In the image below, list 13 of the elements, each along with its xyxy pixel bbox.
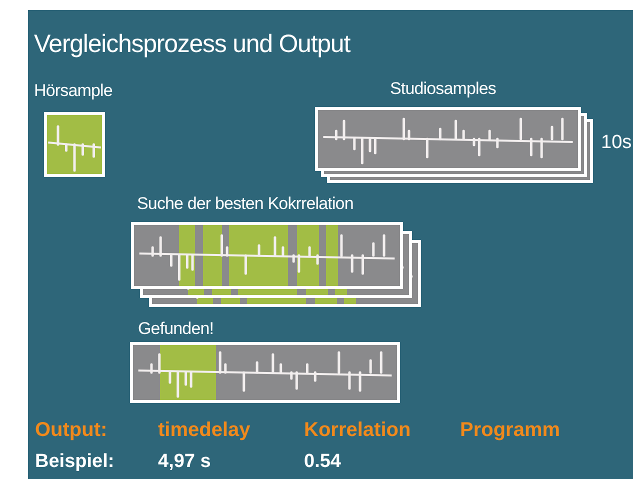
duration-label: 10s <box>601 131 632 155</box>
table-header: timedelay <box>158 418 250 443</box>
table-header: Output: <box>35 418 108 443</box>
table-header: Korrelation <box>304 418 411 443</box>
heading: Suche der besten Kokrrelation <box>137 193 354 215</box>
heading: Gefunden! <box>138 318 214 340</box>
table-value: 4,97 s <box>158 450 211 474</box>
heading: Studiosamples <box>390 78 496 100</box>
table-value: 0.54 <box>304 450 341 474</box>
heading: Hörsample <box>34 80 112 102</box>
title: Vergleichsprozess und Output <box>34 29 350 60</box>
table-value: Beispiel: <box>35 450 114 474</box>
table-header: Programm <box>460 418 560 443</box>
